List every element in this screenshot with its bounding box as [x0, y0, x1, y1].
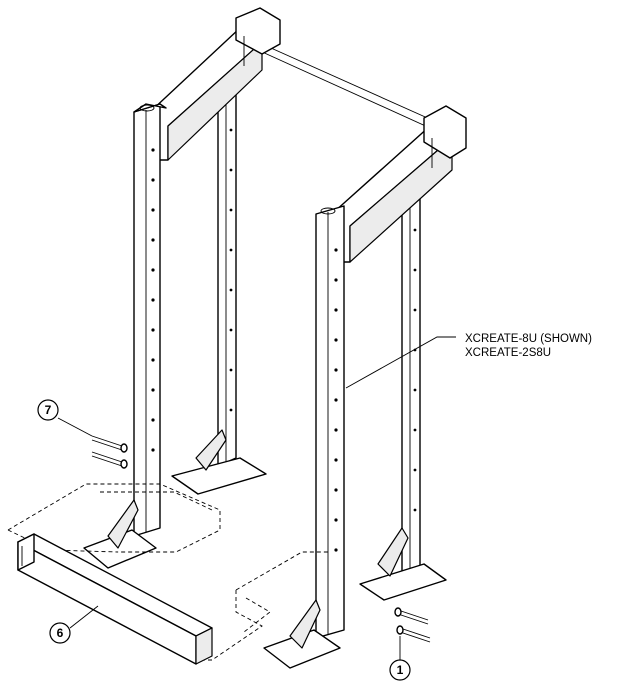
model-callout-line-1: XCREATE-8U (SHOWN): [465, 333, 592, 345]
balloon-part-7: 7: [37, 399, 59, 421]
balloon-part-1: 1: [389, 659, 411, 681]
balloon-1-label: 1: [397, 663, 404, 677]
left-post-holes: [151, 128, 233, 452]
balloon-part-6: 6: [49, 622, 71, 644]
balloon-7-leader: [57, 417, 93, 437]
bolts-part-1: [394, 607, 431, 643]
balloon-6-label: 6: [57, 626, 64, 640]
base-rail: [17, 533, 213, 665]
left-upright-frame: [83, 7, 281, 569]
top-tie-bar: [259, 43, 433, 129]
balloon-6-leader: [69, 605, 99, 629]
model-callout-leader: [345, 336, 456, 389]
right-upright-frame: [263, 105, 467, 669]
bolts-part-7: [91, 435, 128, 469]
balloon-7-label: 7: [45, 403, 52, 417]
model-callout-line-2: XCREATE-2S8U: [465, 347, 551, 359]
base-footprint-dashed: [7, 483, 330, 661]
